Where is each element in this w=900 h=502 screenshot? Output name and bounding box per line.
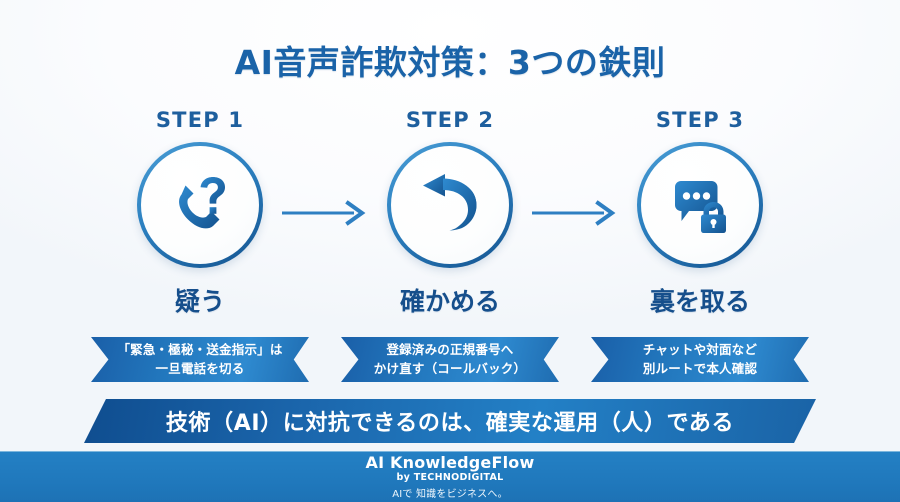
- step-1-heading: 疑う: [174, 287, 225, 316]
- footer-tagline: AIで 知識をビジネスへ。: [392, 489, 508, 501]
- step-2-circle-ring: [387, 142, 513, 268]
- conclusion-banner: 技術（AI）に対抗できるのは、確実な運用（人）である: [84, 399, 816, 443]
- step-3-circle: [637, 142, 763, 268]
- step-2-label: STEP 2: [405, 108, 495, 132]
- footer-brand: AI KnowledgeFlow: [365, 452, 535, 472]
- step-3-heading: 裏を取る: [649, 287, 750, 316]
- step-1: STEP 1 疑う: [80, 108, 320, 318]
- arrow-step2-to-step3: [532, 200, 622, 226]
- step-1-ribbon: 「緊急・極秘・送金指示」は 一旦電話を切る: [91, 337, 309, 382]
- step-1-circle: [137, 142, 263, 268]
- step-3: STEP 3: [580, 108, 820, 318]
- step-3-label: STEP 3: [655, 108, 745, 132]
- step-1-circle-ring: [137, 142, 263, 268]
- step-2-ribbon-line1: 登録済みの正規番号へ: [386, 341, 514, 357]
- footer-byline: by TECHNODIGITAL: [396, 472, 504, 484]
- step-2-ribbon-line2: かけ直す（コールバック）: [373, 360, 527, 376]
- footer-bar: AI KnowledgeFlow by TECHNODIGITAL AIで 知識…: [0, 451, 900, 502]
- step-2-circle: [387, 142, 513, 268]
- step-2-ribbon: 登録済みの正規番号へ かけ直す（コールバック）: [341, 337, 559, 382]
- page-title: AI音声詐欺対策：3つの鉄則: [234, 43, 666, 82]
- chat-lock-icon: [637, 142, 763, 268]
- step-1-ribbon-line1: 「緊急・極秘・送金指示」は: [117, 341, 283, 357]
- arrow-step1-to-step2: [282, 200, 372, 226]
- step-3-ribbon: チャットや対面など 別ルートで本人確認: [591, 337, 809, 382]
- step-3-ribbon-line2: 別ルートで本人確認: [642, 360, 758, 376]
- step-2-heading: 確かめる: [399, 287, 500, 316]
- step-1-ribbon-line2: 一旦電話を切る: [155, 360, 245, 376]
- callback-arrow-icon: [387, 142, 513, 268]
- phone-question-icon: [137, 142, 263, 268]
- step-2: STEP 2 確かめる: [330, 108, 570, 318]
- step-3-ribbon-line1: チャットや対面など: [642, 341, 758, 357]
- step-1-label: STEP 1: [155, 108, 245, 132]
